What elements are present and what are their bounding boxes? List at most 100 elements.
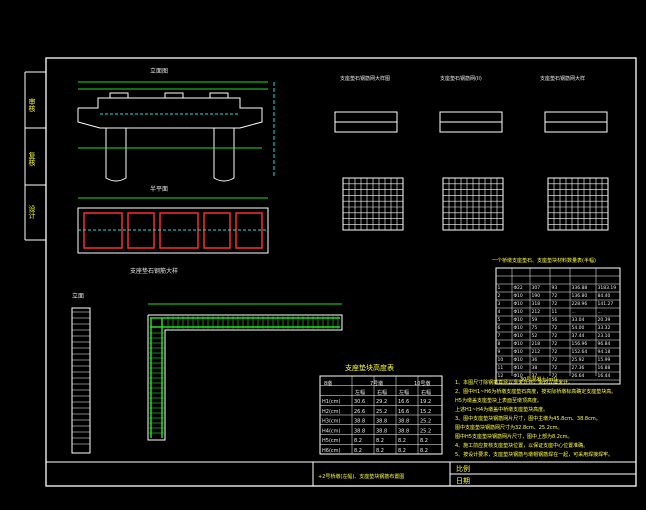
- support-detail-title: 支座垫石钢筋大样: [130, 267, 178, 275]
- cap-rebar-section: [147, 314, 343, 441]
- materials-cell: 37: [532, 373, 538, 379]
- mesh-a-title: 支座垫石钢筋网大样图: [340, 75, 390, 82]
- materials-cell: Φ10: [514, 325, 523, 331]
- pier-cap-elevation: [77, 92, 263, 129]
- materials-cell: 23.10: [598, 333, 611, 339]
- materials-cell: 38: [532, 365, 538, 371]
- height-cell: 38.8: [376, 428, 387, 434]
- materials-cell: 228.96: [572, 301, 588, 307]
- materials-cell: 72: [552, 341, 558, 347]
- height-table-title: 支座垫块高度表: [345, 363, 394, 372]
- note-line: 4、施工前应复核支座垫块位置，以保证支座中心位置准确。: [455, 442, 588, 449]
- materials-total: 30号混凝土(m³): [520, 376, 557, 383]
- height-cell: 26.6: [354, 409, 365, 415]
- height-cell: 8.2: [420, 448, 428, 454]
- materials-cell: 5: [498, 317, 501, 323]
- materials-cell: Φ10: [514, 317, 523, 323]
- height-cell: 8.2: [376, 448, 384, 454]
- materials-cell: 212: [532, 309, 541, 315]
- note-line: 上述H1~H4为墩盖中桥墩支座垫块高度。: [455, 406, 548, 413]
- height-cell: 8.2: [354, 438, 362, 444]
- side-label-check: 复核: [28, 151, 36, 167]
- materials-cell: 96.84: [598, 341, 611, 347]
- note-line: H5为墩盖支座垫块上表面至墩顶高度。: [455, 397, 542, 404]
- materials-cell: 33.32: [598, 325, 611, 331]
- height-cell: H5(cm): [322, 438, 341, 444]
- materials-cell: Φ10: [514, 373, 523, 379]
- materials-cell: 26.64: [572, 373, 585, 379]
- materials-cell: 84.40: [598, 293, 611, 299]
- footer-caption: +2号桥墩(左幅)、支座垫块钢筋布置图: [318, 473, 404, 480]
- materials-cell: 15.99: [598, 357, 611, 363]
- pier-columns-elevation: [105, 128, 235, 182]
- height-head-2: 10号墩: [414, 380, 430, 387]
- materials-cell: Φ10: [514, 349, 523, 355]
- height-subhead: 左幅: [399, 389, 409, 396]
- half-plan-title: 半平面: [150, 185, 168, 193]
- materials-cell: 37.44: [572, 333, 585, 339]
- materials-cell: 72: [552, 349, 558, 355]
- height-head-1: 7号墩: [370, 380, 383, 387]
- materials-cell: 136.80: [572, 293, 588, 299]
- elevation-title: 立面图: [150, 67, 168, 75]
- side-label-review: 审核: [28, 97, 36, 113]
- height-cell: 15.2: [420, 409, 431, 415]
- height-cell: 8.2: [376, 438, 384, 444]
- height-cell: 29.2: [376, 399, 387, 405]
- note-line: 3、图中支座垫块钢筋网片尺寸，图中主墩为45.8cm、38.8cm。: [455, 415, 601, 422]
- materials-cell: 8: [498, 341, 501, 347]
- materials-cell: Φ10: [514, 293, 523, 299]
- side-view-title: 立面: [72, 292, 84, 300]
- mesh-c-title: 支座垫石钢筋网大样: [540, 75, 585, 82]
- note-line: 图中H5支座垫块钢筋网片尺寸，图中上部为8.2cm。: [455, 433, 573, 440]
- materials-cell: 218: [532, 341, 541, 347]
- side-column-rebar: [72, 311, 90, 445]
- height-cell: H1(cm): [322, 399, 341, 405]
- materials-cell: 72: [552, 293, 558, 299]
- height-subhead: 右幅: [377, 389, 387, 396]
- side-column: [71, 307, 91, 454]
- height-subhead: 右幅: [421, 389, 431, 396]
- height-cell: H2(cm): [322, 409, 341, 415]
- mesh-b-title: 支座垫石钢筋网(II): [440, 75, 482, 82]
- materials-cell: 11: [552, 309, 558, 315]
- materials-cell: 36: [532, 357, 538, 363]
- height-cell: H6(cm): [322, 448, 341, 454]
- materials-cell: Φ10: [514, 333, 523, 339]
- materials-cell: 59: [532, 317, 538, 323]
- scale-label: 比例: [456, 464, 470, 473]
- materials-cell: 16.88: [598, 365, 611, 371]
- materials-cell: ...: [572, 310, 576, 315]
- materials-cell: 27.36: [572, 365, 585, 371]
- height-cell: 8.2: [420, 438, 428, 444]
- materials-cell: 3183.19: [598, 285, 617, 291]
- materials-cell: 10: [498, 357, 504, 363]
- height-cell: 38.8: [354, 419, 365, 425]
- height-cell: 38.8: [354, 428, 365, 434]
- materials-cell: 33.04: [572, 317, 585, 323]
- height-cell: 30.6: [354, 399, 365, 405]
- materials-cell: Φ10: [514, 309, 523, 315]
- materials-cell: 72: [552, 333, 558, 339]
- materials-cell: 72: [552, 365, 558, 371]
- mesh-section-strips: [334, 111, 608, 133]
- materials-cell: 72: [552, 373, 558, 379]
- half-plan: [77, 207, 269, 254]
- materials-cell: 20.39: [598, 317, 611, 323]
- date-label: 日期: [456, 477, 470, 485]
- materials-cell: 3: [498, 301, 501, 307]
- materials-cell: 336.88: [572, 285, 588, 291]
- materials-cell: 141.27: [598, 301, 614, 307]
- materials-cell: 93: [552, 285, 558, 291]
- materials-cell: 190: [532, 293, 541, 299]
- materials-cell: Φ10: [514, 365, 523, 371]
- height-cell: H3(cm): [322, 419, 341, 425]
- materials-title: 一个桥墩支座垫石、支座垫块材料数量表(半幅): [492, 257, 596, 264]
- notes-block: 1、本图尺寸除钢筋直径以毫米计外，余均以厘米计。2、图中H1~H6为桥墩支座垫石…: [455, 379, 616, 458]
- materials-cell: 72: [552, 325, 558, 331]
- note-line: 5、按设计要求，支座垫块钢筋与墩帽钢筋焊在一起，可采用焊接焊牢。: [455, 451, 613, 458]
- materials-cell: 94.18: [598, 349, 611, 355]
